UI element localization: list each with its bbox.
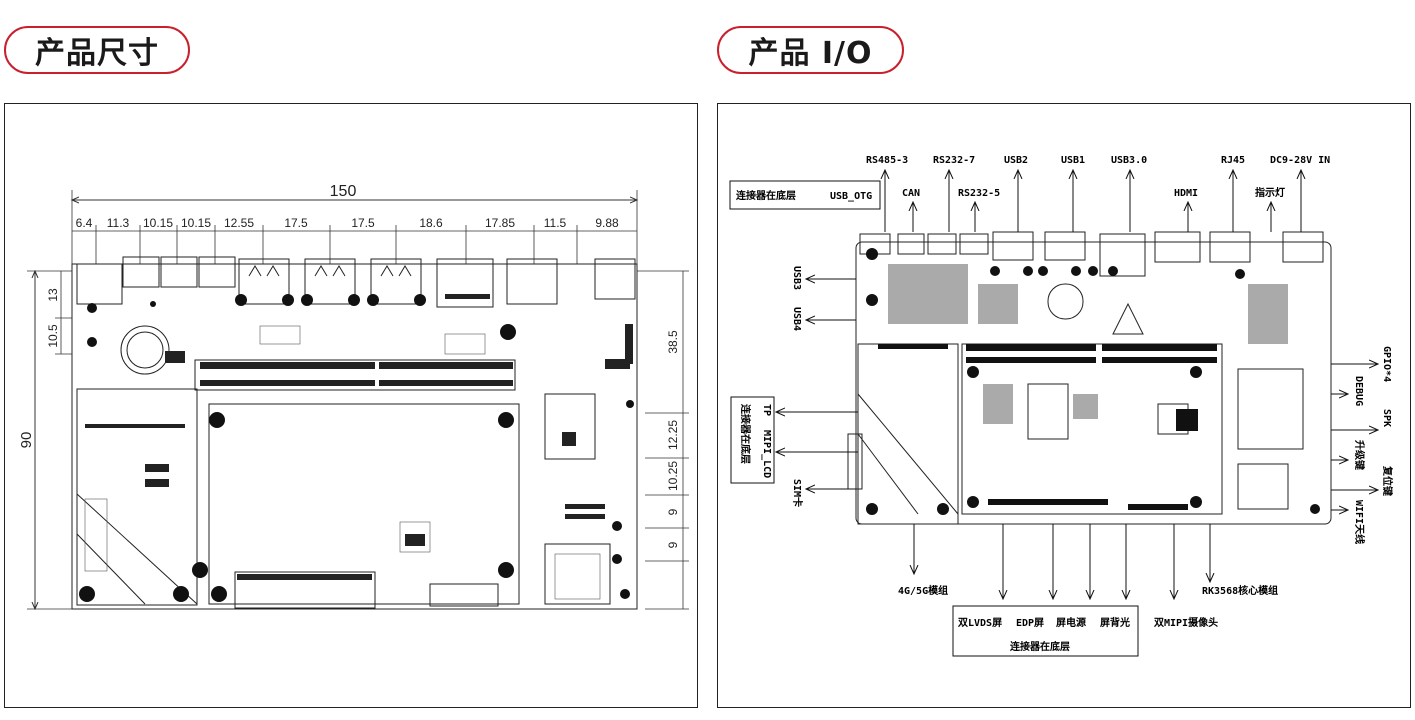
io-label-mipi-lcd: MIPI_LCD xyxy=(761,430,772,478)
io-panel: RS485-3 RS232-7 USB2 USB1 USB3.0 RJ45 DC… xyxy=(717,103,1411,708)
segment-label: 11.3 xyxy=(107,216,130,230)
io-title: 产品 I/O xyxy=(748,36,873,71)
left-height-label: 10.5 xyxy=(46,324,60,348)
io-label-gpio: GPIO*4 xyxy=(1381,346,1392,382)
io-label-dual-lvds: 双LVDS屏 xyxy=(958,617,1002,629)
io-label-wifi-antenna: WIFI天线 xyxy=(1353,500,1366,544)
segment-label: 12.55 xyxy=(224,216,254,230)
dimensions-panel: 150 6.4 11.3 10.15 10.15 12.55 17.5 17.5… xyxy=(4,103,698,708)
segment-label: 18.6 xyxy=(419,216,443,230)
segment-label: 17.5 xyxy=(351,216,375,230)
right-height-label: 9 xyxy=(666,541,680,548)
io-label-usb3: USB3 xyxy=(791,266,802,290)
segment-label: 10.15 xyxy=(143,216,173,230)
io-label-spk: SPK xyxy=(1381,409,1392,427)
segment-label: 10.15 xyxy=(181,216,211,230)
io-label-rs485-3: RS485-3 xyxy=(866,155,908,166)
right-height-label: 12.25 xyxy=(666,420,680,450)
io-label-rk3568-core: RK3568核心模组 xyxy=(1202,584,1278,597)
io-label-usb30: USB3.0 xyxy=(1111,155,1147,166)
io-label-rs232-7: RS232-7 xyxy=(933,155,975,166)
io-label-usb-otg: USB_OTG xyxy=(830,191,872,202)
right-height-label: 10.25 xyxy=(666,461,680,491)
io-label-indicator: 指示灯 xyxy=(1255,186,1285,199)
segment-label: 17.85 xyxy=(485,216,515,230)
total-height-label: 90 xyxy=(18,432,35,449)
io-label-4g5g-module: 4G/5G模组 xyxy=(898,584,948,597)
left-height-label: 13 xyxy=(46,288,60,302)
io-label-usb4: USB4 xyxy=(791,307,802,331)
io-label-can: CAN xyxy=(902,188,920,199)
pcb-board-outline xyxy=(71,256,638,610)
io-label-bottom-connector-bottom: 连接器在底层 xyxy=(1010,640,1070,653)
io-drawing: RS485-3 RS232-7 USB2 USB1 USB3.0 RJ45 DC… xyxy=(729,155,1394,657)
io-label-upgrade-key: 升级键 xyxy=(1353,440,1366,471)
dimension-drawing: 150 6.4 11.3 10.15 10.15 12.55 17.5 17.5… xyxy=(18,183,689,709)
total-width-label: 150 xyxy=(330,183,357,200)
io-label-hdmi: HDMI xyxy=(1174,188,1198,199)
io-label-backlight: 屏背光 xyxy=(1099,616,1130,629)
io-label-bottom-connector-left: 连接器在底层 xyxy=(739,404,752,464)
io-label-usb1: USB1 xyxy=(1061,155,1085,166)
dimensions-title-pill: 产品尺寸 xyxy=(4,26,190,74)
io-label-debug: DEBUG xyxy=(1353,376,1364,406)
io-label-reset-key: 复位键 xyxy=(1381,465,1394,497)
io-label-rs232-5: RS232-5 xyxy=(958,188,1000,199)
io-pcb-outline xyxy=(847,231,1332,525)
io-label-bottom-connector-top: 连接器在底层 xyxy=(736,189,796,202)
io-label-dual-mipi-camera: 双MIPI摄像头 xyxy=(1154,616,1218,629)
io-title-pill: 产品 I/O xyxy=(717,26,904,74)
segment-label: 9.88 xyxy=(595,216,619,230)
io-label-usb2: USB2 xyxy=(1004,155,1028,166)
right-height-label: 9 xyxy=(666,508,680,515)
segment-label: 6.4 xyxy=(76,216,93,230)
segment-label: 11.5 xyxy=(544,216,567,230)
io-label-rj45: RJ45 xyxy=(1221,155,1245,166)
io-label-sim: SIM卡 xyxy=(791,479,804,507)
pcb-holes xyxy=(79,294,634,602)
io-label-edp: EDP屏 xyxy=(1016,617,1044,629)
dimensions-title: 产品尺寸 xyxy=(35,36,159,71)
io-label-dc-in: DC9-28V IN xyxy=(1270,155,1330,166)
segment-label: 17.5 xyxy=(284,216,308,230)
io-label-screen-power: 屏电源 xyxy=(1055,616,1086,629)
right-height-label: 38.5 xyxy=(666,330,680,354)
io-label-tp: TP xyxy=(761,404,772,416)
